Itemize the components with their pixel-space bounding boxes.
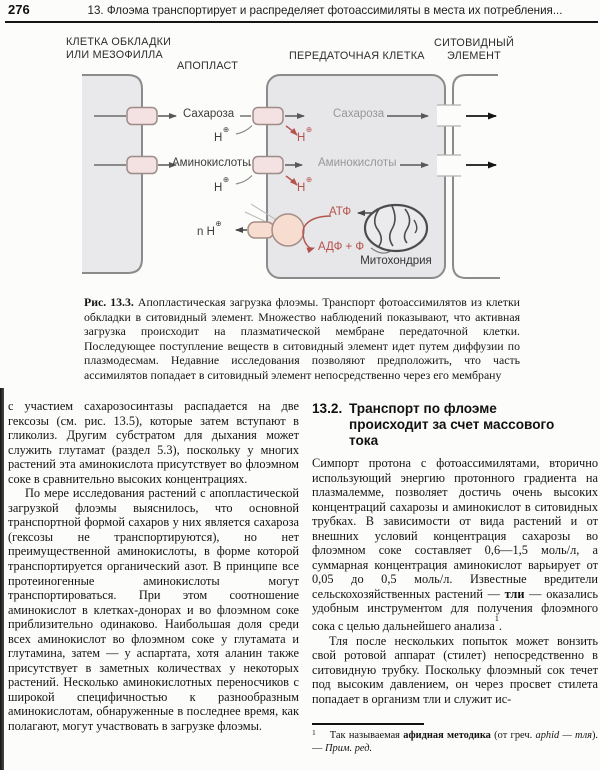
footnote-marker: 1 — [312, 727, 316, 737]
mitochondrion-shape — [363, 203, 429, 253]
page-number: 276 — [8, 2, 30, 17]
figure-caption: Рис. 13.3. Апопластическая загрузка флоэ… — [84, 295, 520, 383]
amino-label-apoplast: Аминокислоты — [172, 157, 251, 169]
sucrose-transporter-1 — [126, 106, 158, 126]
figure-caption-label: Рис. 13.3. — [84, 295, 134, 309]
proton-label: H⊕ — [214, 125, 230, 144]
bold-term: тли — [504, 586, 525, 601]
proton-label-in: H⊕ — [297, 175, 313, 194]
sucrose-label-cell: Сахароза — [333, 108, 385, 120]
mitochondrion-label: Митохондрия — [360, 255, 432, 267]
sucrose-proton-symporter — [252, 106, 284, 126]
footnote-rule — [312, 723, 424, 725]
proton-label-in: H⊕ — [297, 125, 313, 144]
proton-pump-stem — [247, 221, 275, 239]
section-heading: 13.2. Транспорт по флоэме происходит за … — [312, 401, 598, 449]
adp-label: АДФ + Ф — [318, 241, 365, 253]
left-column: с участием сахарозосинтазы распадается н… — [8, 399, 299, 734]
amino-label-cell: Аминокислоты — [318, 157, 397, 169]
header-rule — [5, 21, 598, 23]
label-sieve-element-2: ЭЛЕМЕНТ — [446, 50, 502, 62]
proton-pump — [271, 213, 305, 247]
paragraph: Тля после нескольких попыток может вонзи… — [312, 633, 598, 706]
running-header: 13. Флоэма транспортирует и распределяет… — [87, 4, 563, 17]
right-column: 13.2. Транспорт по флоэме происходит за … — [312, 399, 598, 755]
footnote-reference: 1 — [494, 614, 499, 624]
page-gutter-shadow — [0, 388, 4, 770]
n-protons-label: n H⊕ — [197, 219, 222, 238]
figure-caption-text: Апопластическая загрузка флоэмы. Транспо… — [84, 295, 520, 382]
paragraph: По мере исследования растений с апопласт… — [8, 486, 299, 734]
label-sieve-element: СИТОВИДНЫЙ — [434, 37, 514, 49]
label-transfer-cell: ПЕРЕДАТОЧНАЯ КЛЕТКА — [289, 50, 425, 62]
label-apoplast: АПОПЛАСТ — [177, 60, 239, 72]
label-bundle-sheath-cell: КЛЕТКА ОБКЛАДКИ — [66, 36, 172, 48]
diagram-graphics — [82, 74, 500, 279]
amino-proton-symporter — [252, 155, 284, 175]
paragraph: с участием сахарозосинтазы распадается н… — [8, 399, 299, 486]
section-title: Транспорт по флоэме происходит за счет м… — [349, 401, 555, 448]
label-bundle-sheath-cell-2: ИЛИ МЕЗОФИЛЛА — [66, 49, 163, 61]
atp-label: АТФ — [329, 206, 352, 218]
paragraph: Симпорт протона с фотоассимилятами, втор… — [312, 456, 598, 634]
section-number: 13.2. — [312, 401, 343, 416]
proton-label: H⊕ — [214, 175, 230, 194]
amino-transporter-1 — [126, 155, 158, 175]
figure-13-3-diagram: КЛЕТКА ОБКЛАДКИ ИЛИ МЕЗОФИЛЛА АПОПЛАСТ П… — [0, 35, 600, 290]
sucrose-label-apoplast: Сахароза — [183, 108, 235, 120]
